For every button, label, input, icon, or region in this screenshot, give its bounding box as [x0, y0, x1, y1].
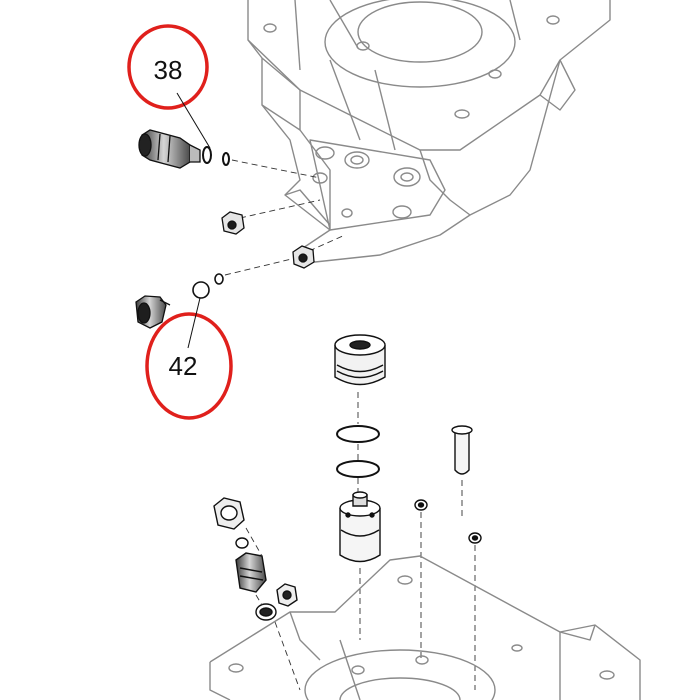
left-fitting-parts-lower — [255, 583, 298, 621]
part-42-plug — [135, 295, 171, 329]
part-38-cartridge — [138, 129, 201, 169]
callout-number-38: 38 — [154, 55, 183, 85]
left-fitting-washer — [235, 537, 249, 549]
callout-number-42: 42 — [169, 351, 198, 381]
part-38-seals — [202, 146, 230, 166]
fitting-upper-right — [292, 245, 315, 269]
leader-line-42 — [187, 297, 201, 349]
left-fitting-nut — [213, 497, 245, 530]
center-o-rings — [336, 425, 380, 478]
valve-spool — [339, 491, 381, 563]
lower-housing — [209, 555, 641, 700]
upper-housing — [247, 0, 611, 263]
callout-38: 38 — [127, 24, 211, 149]
callout-42: 42 — [145, 297, 233, 420]
valve-sleeve — [334, 334, 386, 386]
callout-ring-38 — [127, 24, 209, 110]
callout-ring-42 — [145, 312, 233, 420]
leader-line-38 — [176, 92, 211, 149]
left-fitting-adapter — [235, 552, 267, 593]
small-washers-right — [414, 499, 482, 544]
assembly-axes-upper — [224, 159, 346, 276]
assembly-axes-lower — [245, 392, 476, 691]
fitting-upper-left — [221, 211, 245, 235]
pin-part — [451, 425, 473, 475]
part-42-seals — [192, 273, 224, 299]
